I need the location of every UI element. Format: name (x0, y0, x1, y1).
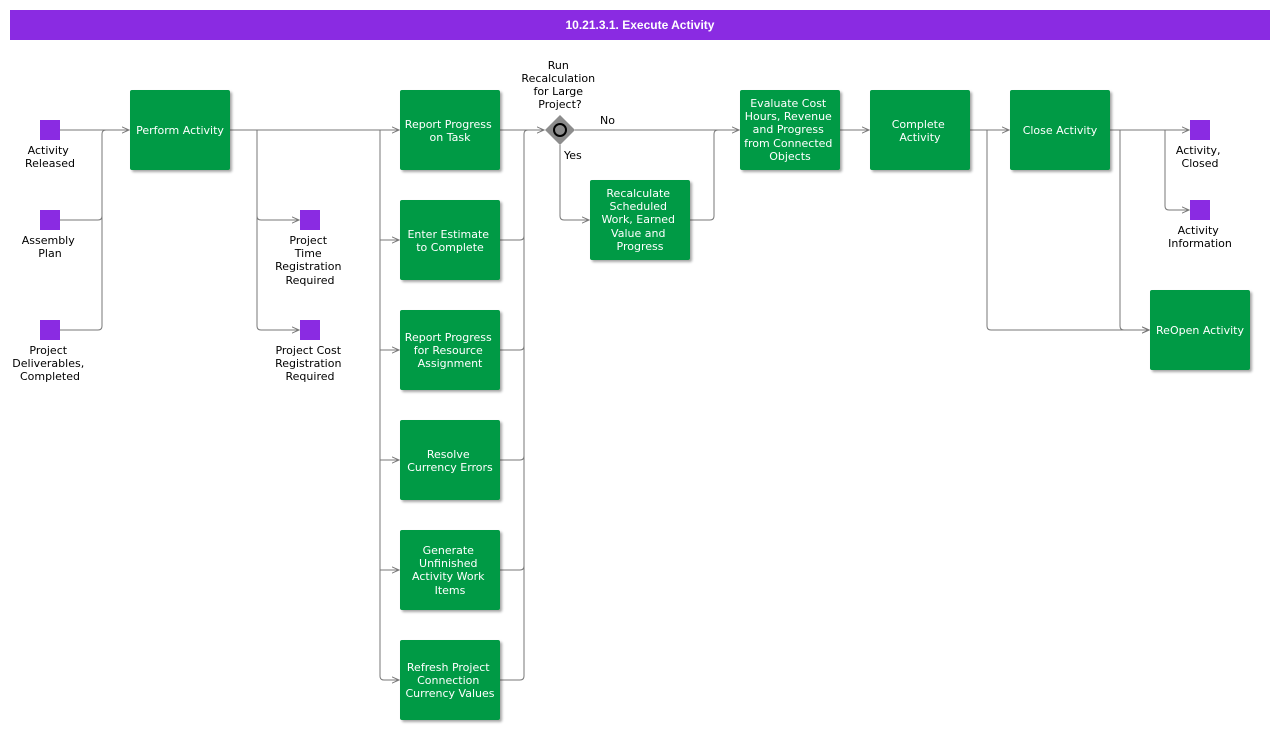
svg-text:Evaluate Cost Hours, Rev: Evaluate Cost Hours, Revenue and Progres… (744, 97, 836, 163)
gateway-no-label: No (600, 114, 615, 127)
activity-refresh-connection[interactable]: Refresh Project Connection Currency Valu… (400, 640, 500, 720)
gateway-large-project (545, 115, 575, 145)
event-cost-registration (300, 320, 320, 340)
event-activity-information (1190, 200, 1210, 220)
event-activity-closed (1190, 120, 1210, 140)
activity-perform-activity[interactable]: Perform Activity (130, 90, 230, 170)
activity-enter-estimate[interactable]: Enter Estimate to Complete (400, 200, 500, 280)
event-time-registration (300, 210, 320, 230)
activity-report-progress-resource[interactable]: Report Progress for Resource Assignment (400, 310, 500, 390)
event-project-deliverables (40, 320, 60, 340)
activity-evaluate-cost[interactable]: Evaluate Cost Hours, Revenue and Progres… (740, 90, 840, 170)
svg-text:Refresh Project Connecti: Refresh Project Connection Currency Valu… (406, 661, 495, 700)
event-activity-closed-label: Activity, Closed (1176, 144, 1224, 170)
connectors (60, 130, 1189, 680)
activity-generate-unfinished[interactable]: Generate Unfinished Activity Work Items (400, 530, 500, 610)
svg-text:Complete Activity: Complete Activity (892, 118, 949, 144)
event-assembly-plan-label: Assembly Plan (22, 234, 79, 260)
diagram-title: 10.21.3.1. Execute Activity (10, 10, 1270, 40)
activity-reopen-activity[interactable]: ReOpen Activity (1150, 290, 1250, 370)
activity-complete-activity[interactable]: Complete Activity (870, 90, 970, 170)
svg-text:Resolve Currency Errors: Resolve Currency Errors (407, 448, 493, 474)
activity-report-progress-task[interactable]: Report Progress on Task (400, 90, 500, 170)
event-activity-released-label: Activity Released (25, 144, 75, 170)
svg-text:Perform Activity: Perform Activity (136, 124, 224, 137)
event-project-deliverables-label: Project Deliverables, Completed (12, 344, 87, 383)
svg-text:Generate Unfinished: Generate Unfinished Activity Work Items (412, 544, 488, 597)
gateway-yes-label: Yes (563, 149, 582, 162)
svg-text:ReOpen Activity: ReOpen Activity (1156, 324, 1244, 337)
svg-text:Report Progress on Task: Report Progress on Task (405, 118, 495, 144)
event-activity-information-label: Activity Information (1168, 224, 1232, 250)
gateway-question-label: Run Recalculation for Large Project? (521, 59, 598, 111)
event-time-registration-label: Project Time Registration Required (275, 234, 345, 287)
svg-text:Close Activity: Close Activity (1023, 124, 1098, 137)
svg-text:Recalculate Scheduled: Recalculate Scheduled Work, Earned Value… (601, 187, 678, 253)
event-cost-registration-label: Project Cost Registration Required (275, 344, 345, 383)
activity-recalculate[interactable]: Recalculate Scheduled Work, Earned Value… (590, 180, 690, 260)
event-assembly-plan (40, 210, 60, 230)
activity-resolve-currency[interactable]: Resolve Currency Errors (400, 420, 500, 500)
activity-close-activity[interactable]: Close Activity (1010, 90, 1110, 170)
event-activity-released (40, 120, 60, 140)
svg-text:Report Progress for Reso: Report Progress for Resource Assignment (405, 331, 495, 370)
svg-text:Enter Estimate to Comple: Enter Estimate to Complete (407, 228, 492, 254)
